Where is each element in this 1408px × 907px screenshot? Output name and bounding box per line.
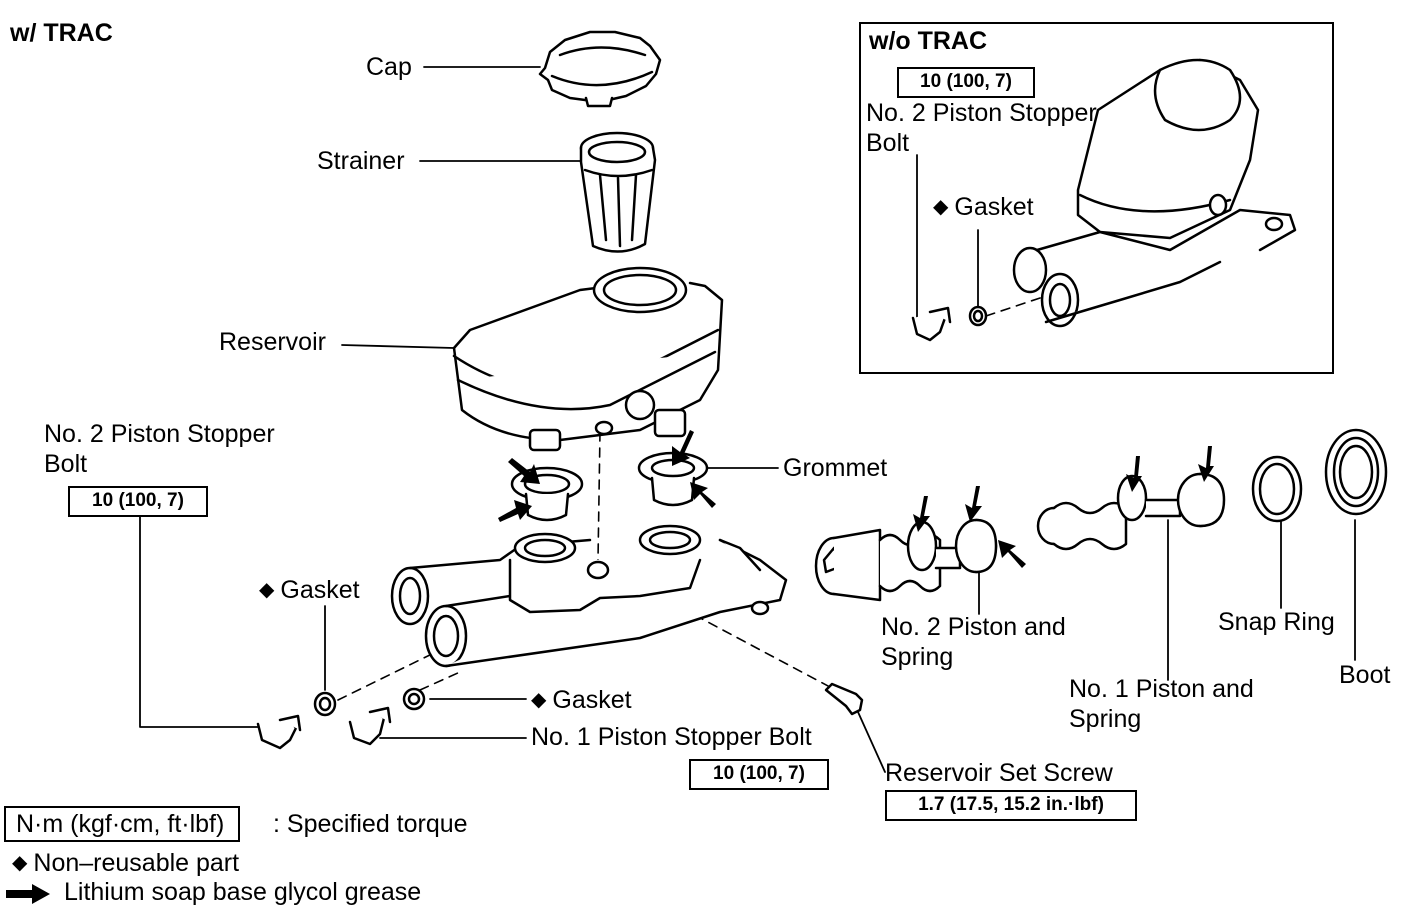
legend-non-reusable-text: Non–reusable part [33,849,240,877]
inset-torque-box: 10 (100, 7) [897,67,1035,98]
cap-label: Cap [366,53,412,81]
inset-without-trac [859,22,1334,374]
gasket-text-2: Gasket [552,686,632,714]
gasket-text: Gasket [280,576,360,604]
cap-drawing [538,30,662,108]
reservoir-set-screw-label: Reservoir Set Screw [885,759,1113,787]
bolt-gasket-drawings [256,682,864,750]
inset-gasket-text: Gasket [954,193,1034,221]
inset-no2-stopper-bolt-label-1: No. 2 Piston Stopper [866,99,1097,127]
no2-piston-label-2: Spring [881,643,954,671]
diamond-icon: ◆ [12,852,28,874]
no2-piston-drawing [814,518,998,602]
grease-arrow-icons [498,430,1214,568]
strainer-drawing [579,131,657,253]
cylinder-body-drawing [390,524,788,668]
snap-ring-drawing [1251,455,1303,523]
no2-stopper-bolt-label-1: No. 2 Piston Stopper [44,420,275,448]
boot-label: Boot [1339,661,1391,689]
grease-arrow-icon [6,884,50,904]
leader-lines [139,66,1356,773]
legend-torque-units-box: N·m (kgf·cm, ft·lbf) [4,806,241,842]
snap-ring-label: Snap Ring [1218,608,1335,636]
legend-non-reusable: ◆Non–reusable part [12,848,239,878]
legend-grease: Lithium soap base glycol grease [64,878,422,906]
no1-piston-label-1: No. 1 Piston and [1069,675,1254,703]
no1-piston-drawing [1036,472,1226,551]
diamond-icon: ◆ [531,689,547,711]
strainer-label: Strainer [317,147,405,175]
gasket-label-2: ◆Gasket [531,685,632,715]
inset-gasket-label: ◆Gasket [933,192,1034,222]
legend-torque-meaning: : Specified torque [273,810,468,838]
no2-piston-label-1: No. 2 Piston and [881,613,1066,641]
header-without-trac: w/o TRAC [869,27,988,55]
inset-cylinder-drawing [911,58,1297,342]
dashed-lines [337,295,1047,701]
gasket-label: ◆Gasket [259,575,360,605]
no2-stopper-bolt-torque-box: 10 (100, 7) [68,486,208,517]
diamond-icon: ◆ [259,579,275,601]
no1-stopper-bolt-label: No. 1 Piston Stopper Bolt [531,723,812,751]
diamond-icon: ◆ [933,196,949,218]
reservoir-drawing [452,266,724,452]
reservoir-set-screw-torque-box: 1.7 (17.5, 15.2 in.·lbf) [885,790,1137,821]
no1-piston-label-2: Spring [1069,705,1142,733]
inset-no2-stopper-bolt-label-2: Bolt [866,129,910,157]
grommet-label: Grommet [783,454,888,482]
no1-stopper-bolt-torque-box: 10 (100, 7) [689,759,829,790]
boot-drawing [1324,428,1388,516]
reservoir-label: Reservoir [219,328,326,356]
no2-stopper-bolt-label-2: Bolt [44,450,88,478]
header-with-trac: w/ TRAC [10,19,113,47]
